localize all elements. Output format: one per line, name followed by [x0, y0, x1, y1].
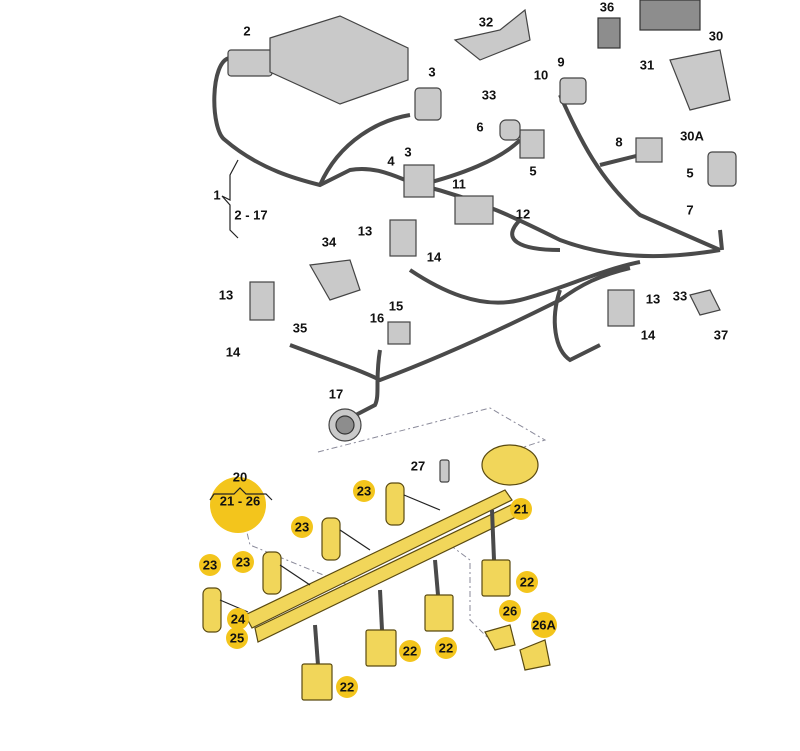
callout-26a: 26A: [532, 617, 556, 632]
callout-21-26: 21 - 26: [220, 493, 260, 508]
callout-14c: 14: [226, 344, 241, 359]
callout-27: 27: [411, 458, 425, 473]
bracket-36: [597, 17, 621, 49]
callout-26: 26: [503, 603, 517, 618]
callout-23a: 23: [357, 483, 371, 498]
control-unit: [269, 15, 409, 105]
connector-8: [635, 137, 663, 163]
callout-4: 4: [387, 153, 395, 168]
callout-3b: 3: [404, 144, 411, 159]
callout-37: 37: [714, 327, 728, 342]
callout-32: 32: [479, 14, 493, 29]
callout-2-17: 2 - 17: [234, 207, 267, 222]
components: [227, 0, 737, 442]
connector-5b: [707, 151, 737, 187]
callout-16: 16: [370, 310, 384, 325]
callout-14: 14: [427, 249, 442, 264]
callout-14b: 14: [641, 327, 656, 342]
callout-22b: 22: [439, 640, 453, 655]
callout-13c: 13: [646, 291, 660, 306]
callout-11: 11: [452, 176, 466, 191]
callout-20: 20: [233, 469, 247, 484]
connector-3: [414, 87, 442, 121]
callout-23c: 23: [236, 554, 250, 569]
callout-22a: 22: [520, 574, 534, 589]
callout-9: 9: [557, 54, 564, 69]
callout-33b: 33: [673, 288, 687, 303]
callout-7: 7: [686, 202, 693, 217]
callout-8: 8: [615, 134, 622, 149]
relay-box-2: [227, 49, 273, 77]
callout-23d: 23: [203, 557, 217, 572]
engine-wiring-harness: [212, 56, 724, 420]
callout-33: 33: [482, 87, 496, 102]
connector-15: [387, 321, 411, 345]
callout-24: 24: [231, 611, 246, 626]
connector-6: [499, 119, 521, 141]
connector-9: [559, 77, 587, 105]
callout-36: 36: [600, 0, 614, 14]
lower-callouts: 20 21 - 26 23 27 21 23 23 23 22 26 26A 2…: [199, 458, 557, 698]
callout-5b: 5: [686, 165, 693, 180]
callout-34: 34: [322, 234, 337, 249]
callout-31: 31: [640, 57, 654, 72]
callout-22c: 22: [403, 643, 417, 658]
callout-17: 17: [329, 386, 343, 401]
callout-5: 5: [529, 163, 536, 178]
connector-3b: [403, 164, 435, 198]
callout-25: 25: [230, 630, 244, 645]
connector-13c: [607, 289, 635, 327]
bracket-37: [689, 289, 721, 316]
callout-10: 10: [534, 67, 548, 82]
callout-2: 2: [243, 23, 250, 38]
callout-22d: 22: [340, 679, 354, 694]
callout-1: 1: [213, 187, 220, 202]
connector-5: [519, 129, 545, 159]
callout-21: 21: [514, 501, 528, 516]
callout-13: 13: [358, 223, 372, 238]
callout-35: 35: [293, 320, 307, 335]
connector-11: [454, 195, 494, 225]
injector-harness: [202, 444, 551, 701]
callout-30a: 30A: [680, 128, 704, 143]
holder-top: [639, 0, 701, 31]
callout-15: 15: [389, 298, 403, 313]
callout-23b: 23: [295, 519, 309, 534]
bracket-34: [309, 259, 361, 301]
bracket-30: [669, 49, 731, 111]
bracket-32: [453, 8, 531, 61]
callout-3: 3: [428, 64, 435, 79]
upper-callouts: 2 32 36 30 3 9 10 31 33 6 8 30A 3 4 5 5 …: [213, 0, 728, 401]
connector-13: [389, 219, 417, 257]
callout-12: 12: [516, 206, 530, 221]
callout-13b: 13: [219, 287, 233, 302]
connector-13b: [249, 281, 275, 321]
callout-6: 6: [476, 119, 483, 134]
dashed-guide: [317, 407, 547, 456]
callout-30: 30: [709, 28, 723, 43]
